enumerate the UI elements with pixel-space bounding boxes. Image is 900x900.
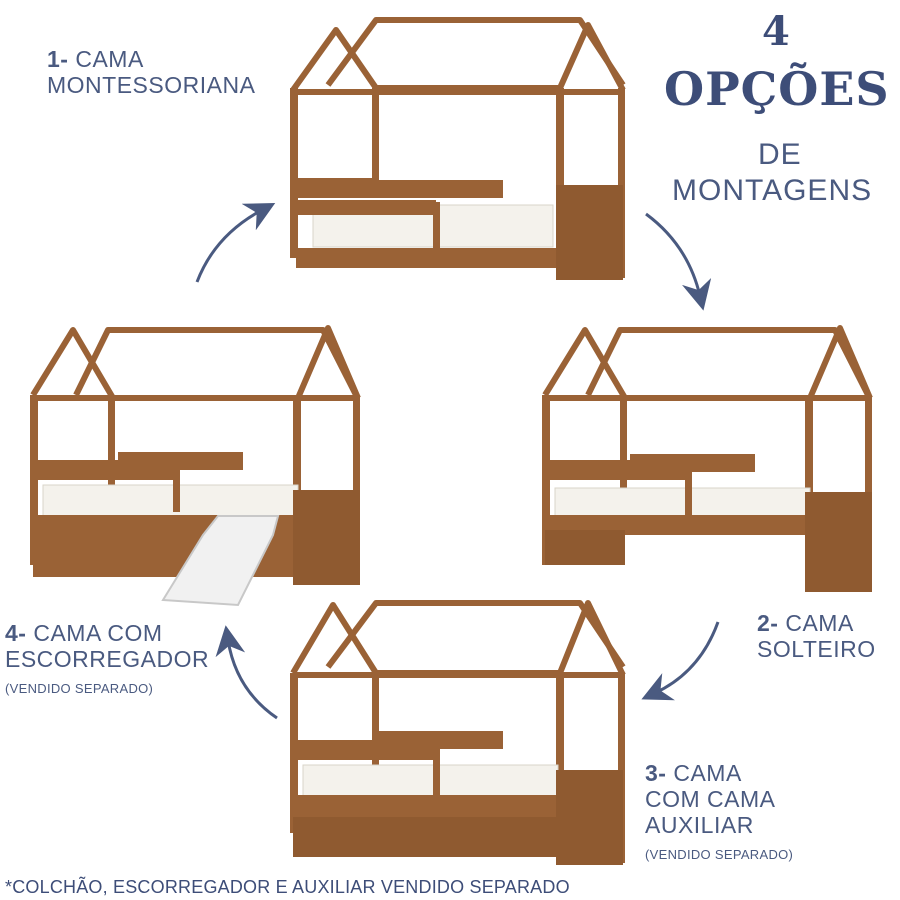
option-4-note: (VENDIDO SEPARADO) xyxy=(5,681,154,696)
option-3-note: (VENDIDO SEPARADO) xyxy=(645,847,794,862)
option-1-line1: CAMA xyxy=(75,46,144,72)
option-2-label: 2- CAMA SOLTEIRO xyxy=(757,610,876,662)
bed-slide-image xyxy=(30,325,361,607)
option-3-number: 3- xyxy=(645,760,667,786)
title-de: DE xyxy=(758,138,802,171)
title-montagens: MONTAGENS xyxy=(672,174,873,207)
option-3-label: 3- CAMA COM CAMA AUXILIAR (VENDIDO SEPAR… xyxy=(645,760,793,868)
option-4-line2: ESCORREGADOR xyxy=(5,646,210,672)
option-4-line1: CAMA COM xyxy=(33,620,163,646)
option-1-number: 1- xyxy=(47,46,69,72)
footer-note: *COLCHÃO, ESCORREGADOR E AUXILIAR VENDID… xyxy=(5,877,570,897)
option-2-line2: SOLTEIRO xyxy=(757,636,876,662)
arrow-3-to-4 xyxy=(215,625,278,720)
option-3-line1: CAMA xyxy=(673,760,742,786)
arrow-4-to-1 xyxy=(195,202,276,283)
bed-montessoriana-image xyxy=(290,17,626,280)
title-options: OPÇÕES xyxy=(664,62,890,116)
option-3-line2: COM CAMA xyxy=(645,786,776,812)
arrow-2-to-3 xyxy=(641,621,720,701)
title-number: 4 xyxy=(762,8,790,55)
option-2-line1: CAMA xyxy=(785,610,854,636)
option-1-line2: MONTESSORIANA xyxy=(47,72,256,98)
bed-single-image xyxy=(542,325,873,592)
option-2-number: 2- xyxy=(757,610,779,636)
bed-trundle-image xyxy=(290,600,626,865)
option-4-label: 4- CAMA COM ESCORREGADOR (VENDIDO SEPARA… xyxy=(5,620,209,702)
option-1-label: 1- CAMA MONTESSORIANA xyxy=(47,46,255,98)
option-4-number: 4- xyxy=(5,620,27,646)
option-3-line3: AUXILIAR xyxy=(645,812,754,838)
arrow-1-to-2 xyxy=(645,212,712,311)
